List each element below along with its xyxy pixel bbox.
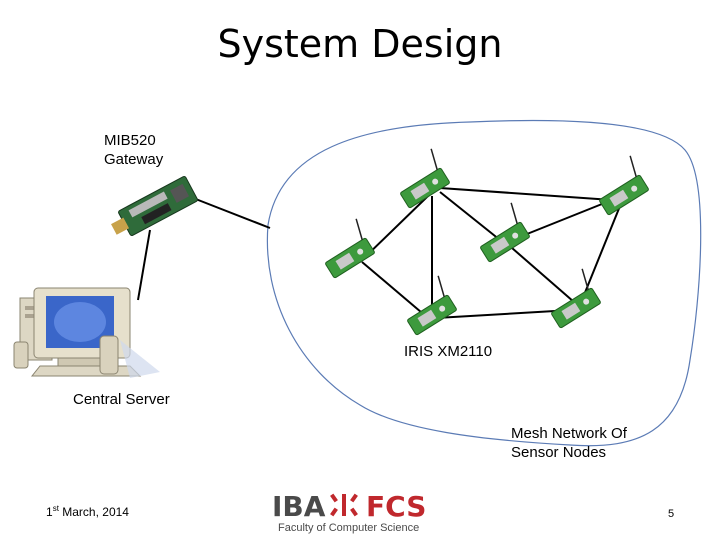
- gateway-label-line1: MIB520: [104, 132, 156, 149]
- date-suffix: st: [52, 504, 59, 513]
- sensor-node: [325, 218, 375, 279]
- link-node5-node6: [511, 247, 575, 303]
- link-node1-node5: [439, 191, 501, 241]
- link-node2-node5: [511, 199, 613, 241]
- sensor-node: [400, 148, 450, 209]
- gateway-board-icon: [111, 176, 198, 236]
- link-node2-node6: [581, 205, 621, 301]
- server-label: Central Server: [73, 391, 170, 408]
- gateway-label: MIB520 Gateway: [104, 131, 163, 169]
- logo-graphic: IBA FCS Faculty of Computer Science: [272, 490, 426, 534]
- link-gateway-to-server: [137, 229, 151, 301]
- link-node1-node2: [439, 187, 613, 201]
- mesh-network-label: Mesh Network Of Sensor Nodes: [511, 424, 627, 462]
- iba-fcs-logo: IBA FCS Faculty of Computer Science: [270, 488, 450, 534]
- page-number: 5: [668, 508, 675, 520]
- network-links: [137, 187, 621, 319]
- link-gateway-to-mesh: [187, 195, 271, 229]
- logo-subtitle: Faculty of Computer Science: [278, 522, 419, 534]
- date-day: 1: [46, 505, 53, 519]
- computer-icon: [13, 287, 160, 378]
- sensor-node: [551, 268, 601, 329]
- mesh-label-line2: Sensor Nodes: [511, 444, 607, 461]
- mesh-label-line1: Mesh Network Of: [511, 425, 627, 442]
- node-type-label: IRIS XM2110: [404, 343, 493, 360]
- sensor-node: [407, 275, 457, 336]
- logo-left-text: IBA: [272, 490, 326, 523]
- footer-date: 1st March, 2014: [46, 504, 129, 519]
- mesh-network-outline: [266, 119, 702, 447]
- link-node4-node6: [435, 309, 573, 319]
- sensor-node: [599, 155, 649, 216]
- link-node3-node4: [361, 261, 429, 319]
- logo-right-text: FCS: [366, 490, 426, 523]
- logo-emblem-icon: [330, 493, 358, 517]
- gateway-label-line2: Gateway: [104, 151, 164, 168]
- slide-title: System Design: [217, 22, 503, 66]
- date-rest: March, 2014: [58, 505, 129, 519]
- sensor-node: [480, 202, 530, 263]
